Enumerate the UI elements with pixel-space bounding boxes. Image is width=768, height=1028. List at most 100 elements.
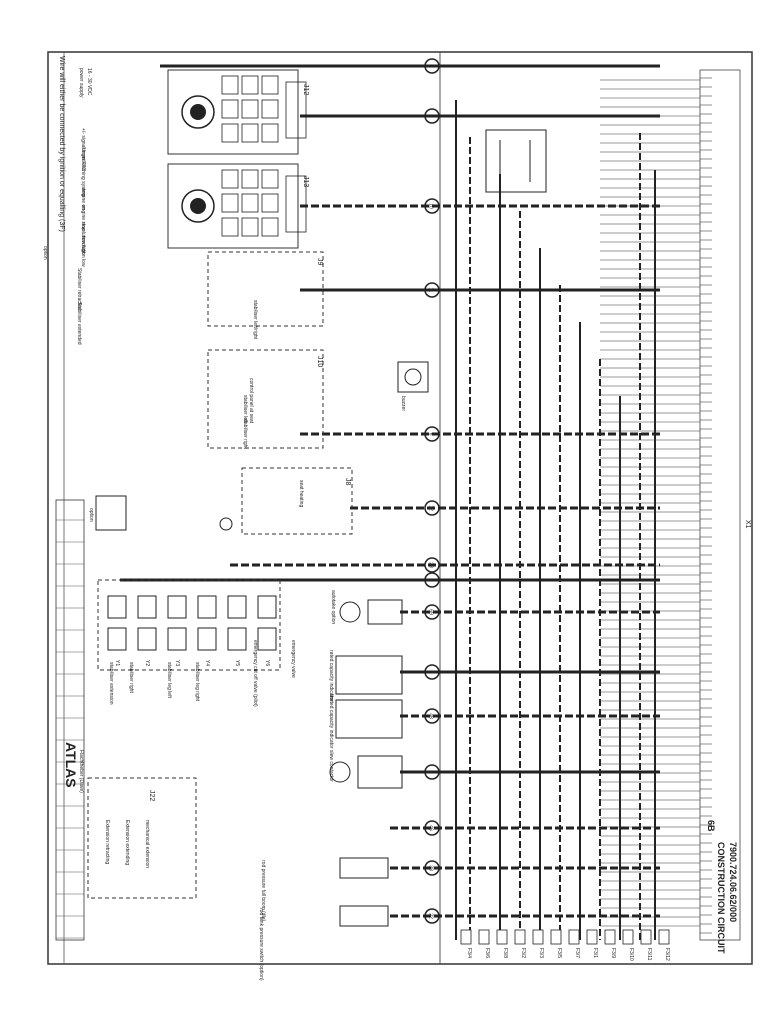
connector-label: J10 — [316, 356, 323, 367]
side-label: +/- signal from PTO — [80, 128, 86, 172]
valve-label: Y4 — [204, 660, 210, 666]
terminal-label: F3/7 — [574, 948, 580, 958]
brand-subtitle: Flachtheber (Dave) — [78, 750, 84, 793]
component-label: buzzer — [400, 396, 406, 411]
terminal-box — [568, 929, 580, 945]
terminal-box — [532, 929, 544, 945]
component-label: seat heating — [298, 480, 304, 507]
keypad-key — [221, 99, 239, 119]
valve-body — [197, 627, 217, 651]
terminal-label: F3/6 — [484, 948, 490, 958]
keypad-key — [241, 99, 259, 119]
valve-coil-icon — [339, 857, 389, 879]
valve-body — [257, 627, 277, 651]
side-label: revolution low — [80, 236, 86, 267]
component-label: autotake option — [330, 590, 336, 624]
node-number: 69 — [428, 609, 434, 615]
terminal-box — [460, 929, 472, 945]
component-boxes — [87, 251, 353, 899]
terminal-label: F3/12 — [664, 948, 670, 961]
valve-body — [167, 627, 187, 651]
valve-coil-icon — [339, 905, 389, 927]
keypad-key — [221, 193, 239, 213]
valve-coil-icon — [257, 595, 277, 619]
vertical-risers — [455, 79, 700, 940]
valve-body — [137, 627, 157, 651]
horn-icon — [404, 368, 422, 386]
valve-label: Y1 — [114, 660, 120, 666]
terminal-label: F3/1 — [592, 948, 598, 958]
keypad-key — [241, 193, 259, 213]
keypad-key — [221, 123, 239, 143]
terminal-box — [586, 929, 598, 945]
component-label: stabiliser left — [242, 395, 248, 423]
terminal-label: F3/9 — [610, 948, 616, 958]
terminal-box — [604, 929, 616, 945]
side-label: 16 - 30 VDC — [86, 68, 92, 96]
connector-block — [285, 175, 307, 233]
title-text-group: CONSTRUCTION CIRCUIT 7900.724.06.62/000 … — [63, 742, 738, 954]
valve-coil-icon — [227, 595, 247, 619]
valve-label: Y5 — [234, 660, 240, 666]
terminal-label: F3/5 — [556, 948, 562, 958]
side-label: engine stop — [80, 205, 86, 231]
valve-body — [227, 627, 247, 651]
node-number: 6 — [428, 433, 434, 436]
side-label: option — [42, 246, 48, 260]
valve-label: Y3 — [174, 660, 180, 666]
keypad-key — [261, 123, 279, 143]
sheet-title-line-2: 7900.724.06.62/000 — [728, 842, 738, 922]
connector-label: J9 — [316, 258, 323, 266]
side-label: target warning system — [80, 148, 86, 197]
keypad-key — [261, 99, 279, 119]
side-label: revolution high — [80, 222, 86, 255]
connector-label: J12 — [302, 84, 309, 95]
upper-right-valves — [485, 129, 547, 193]
title-block — [55, 499, 85, 941]
component-label: stabiliser right — [128, 662, 134, 693]
valve-body — [107, 627, 127, 651]
keypad-key — [221, 75, 239, 95]
side-label: Stabiliser extended — [76, 302, 82, 345]
component-label: stabiliser right — [242, 418, 248, 449]
terminal-label: F3/11 — [646, 948, 652, 961]
connector-label: J8 — [344, 478, 351, 486]
terminal-box — [550, 929, 562, 945]
terminal-box — [622, 929, 634, 945]
right-connector-label: X1 — [744, 520, 751, 529]
terminal-label: F3/2 — [520, 948, 526, 958]
component-label: rod pressure full boom (dle) — [260, 860, 266, 921]
terminal-label: F3/4 — [466, 948, 472, 958]
devices — [95, 361, 429, 927]
keypad-key — [241, 123, 259, 143]
keypad-key — [221, 169, 239, 189]
sheet-note-group: Wire will either be connected by ignitio… — [58, 56, 65, 232]
side-label: power supply — [78, 68, 84, 98]
terminal-box — [496, 929, 508, 945]
component-label: stabiliser extension — [108, 662, 114, 705]
valve-label: Y2 — [144, 660, 150, 666]
component-label: emergency cut off valve (pilot) — [252, 640, 258, 707]
terminal-label: F3/10 — [628, 948, 634, 961]
component-label: rated capacity indicator — [328, 650, 334, 702]
keypad-key — [261, 75, 279, 95]
connector-label: J13 — [302, 176, 309, 187]
valve-coil-icon — [167, 595, 187, 619]
component-label: rod tank pressure switch (option) — [258, 908, 264, 981]
connector-label: J22 — [148, 790, 155, 801]
component-label: slew contactor — [328, 750, 334, 782]
component-label: limited capacity indicator — [328, 694, 334, 749]
terminal-box — [658, 929, 670, 945]
buzzer-box — [397, 361, 429, 393]
keypad-key — [261, 217, 279, 237]
side-label: Stabiliser retracted — [76, 268, 82, 310]
sheet-note: Wire will either be connected by ignitio… — [58, 56, 65, 232]
keypad-key — [241, 217, 259, 237]
